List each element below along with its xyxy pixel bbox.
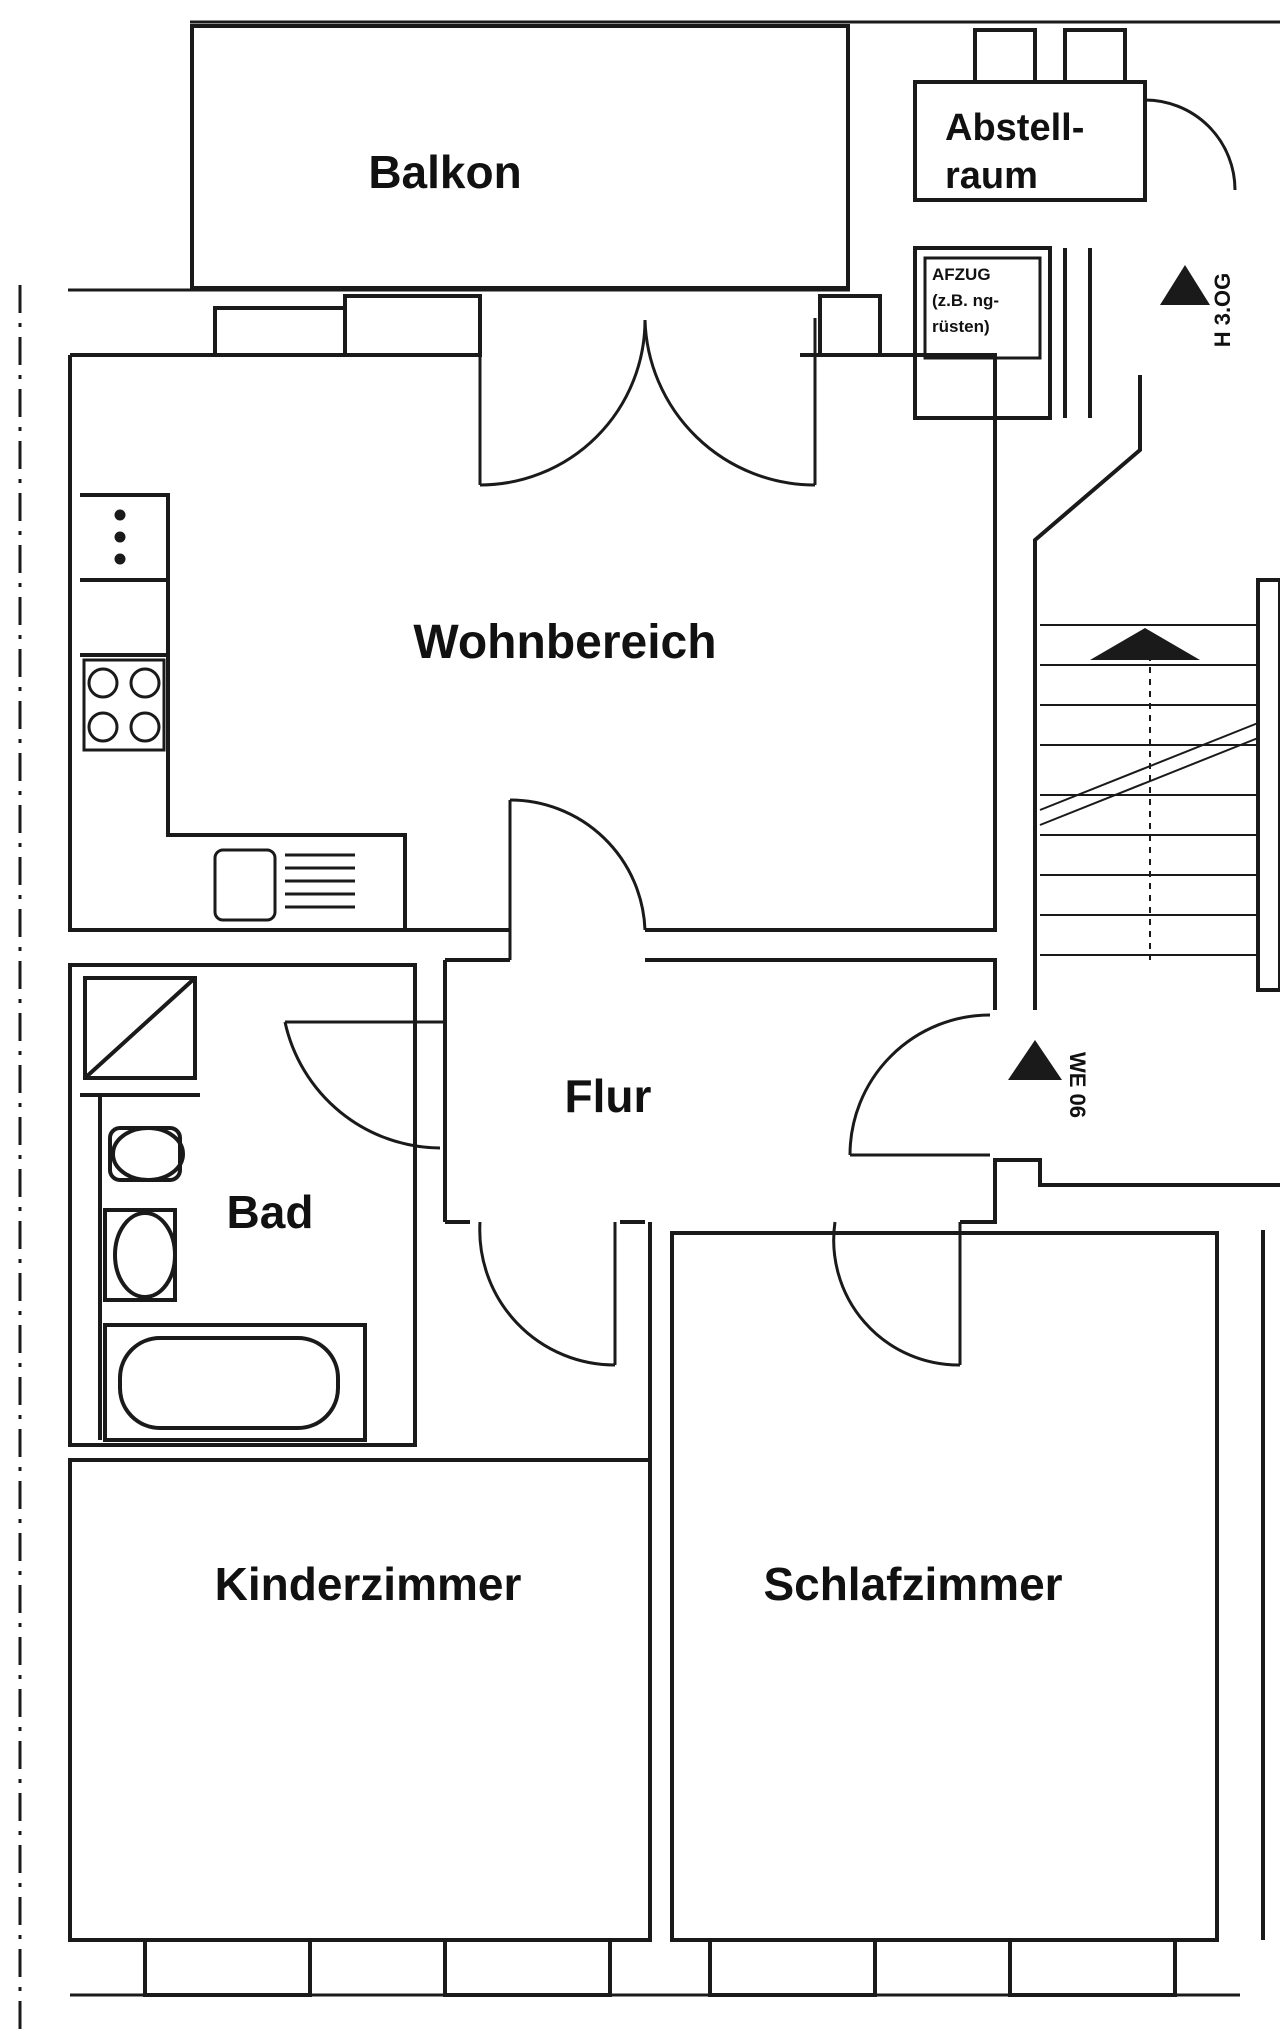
kitchen-fixtures — [82, 509, 355, 922]
bathroom-outline — [68, 963, 417, 1447]
lift-label-line1: AFZUG — [932, 265, 991, 284]
stair-arrow-icon — [1090, 628, 1200, 660]
walls — [68, 20, 1280, 1997]
room-label-kinderzimmer: Kinderzimmer — [215, 1558, 522, 1610]
balcony-outline — [190, 24, 850, 290]
room-label-wohnbereich: Wohnbereich — [413, 616, 716, 669]
room-label-bad: Bad — [227, 1186, 314, 1238]
unit-marker-label: WE 06 — [1065, 1052, 1090, 1118]
upper-floor-arrow-icon — [1160, 265, 1210, 305]
stair-marker-label: H 3.OG — [1210, 273, 1235, 348]
room-label-balkon: Balkon — [368, 146, 521, 198]
sink-icon — [213, 848, 277, 922]
lift-outline — [913, 246, 1052, 420]
stair-lines — [1039, 624, 1259, 960]
doors — [283, 98, 1237, 1367]
room-label-schlafzimmer: Schlafzimmer — [763, 1558, 1062, 1610]
lift-label-line3: rüsten) — [932, 317, 990, 336]
room-label-flur: Flur — [565, 1070, 652, 1122]
schlafzimmer-outline — [670, 1231, 1219, 1942]
lift-label-line2: (z.B. ng- — [932, 291, 999, 310]
entrance-arrow-icon — [1008, 1040, 1062, 1080]
kinderzimmer-outline — [68, 1458, 652, 1942]
markers — [1008, 265, 1210, 1080]
room-label-abstellraum-line2: raum — [945, 155, 1038, 197]
room-label-abstellraum-line1: Abstell- — [945, 107, 1084, 149]
hob-icon — [82, 658, 166, 752]
